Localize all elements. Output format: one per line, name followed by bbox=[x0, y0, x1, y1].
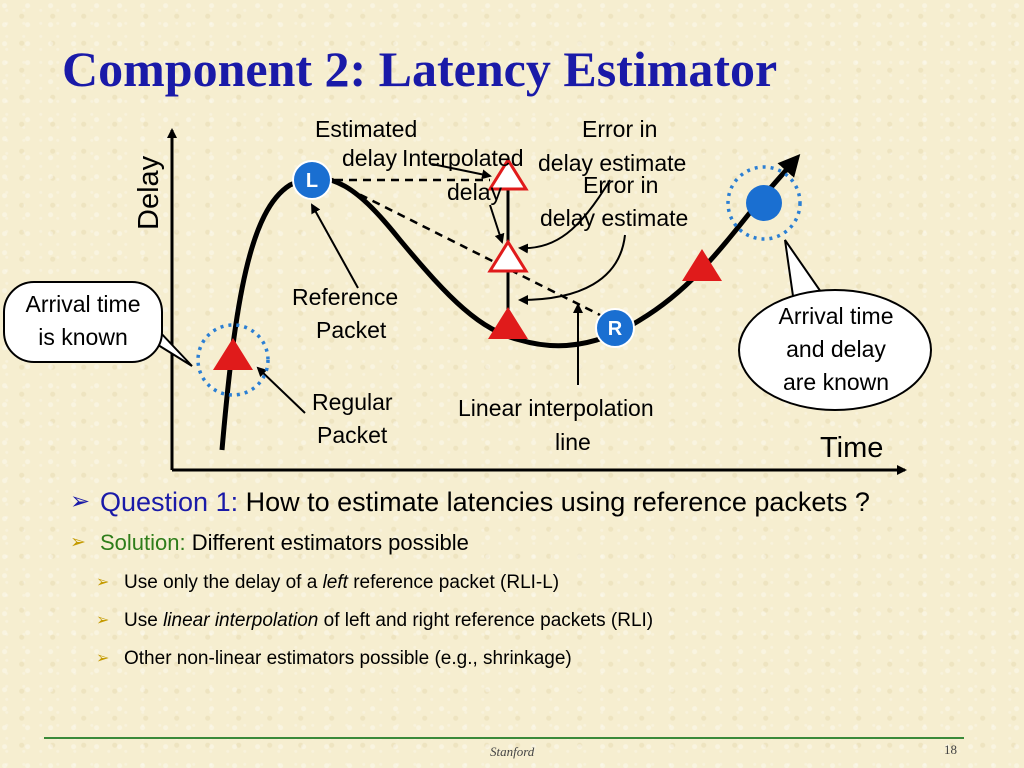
right-callout-text-1: Arrival time bbox=[778, 303, 893, 329]
bullet-arrow-icon: ➢ bbox=[70, 532, 86, 553]
estimated-delay-triangle bbox=[487, 157, 529, 191]
other-estimators-text: Other non-linear estimators possible (e.… bbox=[124, 648, 572, 669]
right-callout: Arrival time and delay are known bbox=[738, 239, 932, 411]
bullet-other-estimators: ➢ Other non-linear estimators possible (… bbox=[64, 646, 964, 672]
error-top-label-2: delay estimate bbox=[538, 150, 686, 176]
rli-text-c: of left and right reference packets (RLI… bbox=[318, 610, 654, 631]
reference-packet-label-1: Reference bbox=[292, 284, 398, 310]
linear-interp-label-2: line bbox=[555, 429, 591, 455]
bullet-rli-l: ➢ Use only the delay of a left reference… bbox=[64, 570, 964, 596]
error-mid-label-2: delay estimate bbox=[540, 205, 688, 231]
delay-curve bbox=[219, 175, 762, 451]
bullet-question: ➢ Question 1: How to estimate latencies … bbox=[64, 484, 964, 520]
left-callout: Arrival time is known bbox=[3, 281, 193, 367]
error-top-label-1: Error in bbox=[582, 116, 657, 142]
rli-l-text-c: reference packet (RLI-L) bbox=[347, 572, 560, 593]
estimated-delay-label-2: delay bbox=[342, 145, 397, 171]
right-dotted-ring bbox=[726, 165, 802, 241]
right-reference-packet bbox=[595, 308, 635, 348]
bullet-arrow-icon: ➢ bbox=[96, 574, 110, 591]
bullet-rli: ➢ Use linear interpolation of left and r… bbox=[64, 608, 964, 634]
rli-l-text-b: left bbox=[322, 572, 348, 593]
error-mid-label-1: Error in bbox=[583, 172, 658, 198]
rli-text-a: Use bbox=[124, 610, 164, 631]
linear-interp-label-1: Linear interpolation bbox=[458, 395, 654, 421]
slide-number: 18 bbox=[944, 742, 957, 757]
interpolated-delay-triangle bbox=[487, 239, 529, 273]
rli-l-text-a: Use only the delay of a bbox=[124, 572, 323, 593]
pointer-regular bbox=[256, 366, 306, 414]
solution-text: Different estimators possible bbox=[185, 530, 469, 555]
question-text: How to estimate latencies using referenc… bbox=[238, 487, 870, 517]
regular-packet-middle bbox=[488, 307, 528, 339]
left-dotted-ring bbox=[196, 323, 270, 397]
interpolated-delay-label-2: delay bbox=[447, 179, 502, 205]
bullet-arrow-icon: ➢ bbox=[70, 488, 91, 515]
pointer-error-top bbox=[518, 179, 611, 254]
left-reference-label: L bbox=[306, 170, 318, 192]
pointer-reference bbox=[311, 203, 359, 289]
bullet-arrow-icon: ➢ bbox=[96, 650, 110, 667]
right-callout-text-2: and delay bbox=[786, 336, 886, 362]
x-axis-label: Time bbox=[820, 432, 883, 464]
left-callout-text-2: is known bbox=[38, 324, 127, 350]
rli-text-b: linear interpolation bbox=[163, 610, 319, 631]
regular-packet-label-1: Regular bbox=[312, 389, 393, 415]
footer-label: Stanford bbox=[490, 744, 535, 759]
footer-divider bbox=[44, 737, 964, 739]
estimated-delay-label-1: Estimated bbox=[315, 116, 417, 142]
pointer-interpolated bbox=[489, 204, 505, 244]
pointer-error-mid bbox=[518, 234, 626, 305]
question-prefix: Question 1: bbox=[100, 487, 239, 517]
interpolated-delay-label-1: Interpolated bbox=[402, 145, 523, 171]
left-callout-text-1: Arrival time bbox=[25, 291, 140, 317]
right-callout-text-3: are known bbox=[783, 369, 889, 395]
right-reference-label: R bbox=[608, 318, 623, 340]
solution-prefix: Solution: bbox=[100, 530, 186, 555]
bullet-arrow-icon: ➢ bbox=[96, 612, 110, 629]
linear-interpolation-line bbox=[334, 180, 611, 322]
slide-title: Component 2: Latency Estimator bbox=[62, 41, 778, 97]
bullet-list: ➢ Question 1: How to estimate latencies … bbox=[64, 484, 964, 672]
left-reference-packet bbox=[292, 160, 332, 200]
reference-packet-label-2: Packet bbox=[316, 317, 387, 343]
regular-packet-right bbox=[682, 249, 722, 281]
known-reference-packet bbox=[746, 185, 782, 221]
pointer-estimated bbox=[431, 163, 492, 180]
regular-packet-label-2: Packet bbox=[317, 422, 388, 448]
bullet-solution: ➢ Solution: Different estimators possibl… bbox=[64, 528, 964, 558]
regular-packet-left bbox=[213, 338, 253, 370]
y-axis-label: Delay bbox=[133, 155, 165, 230]
